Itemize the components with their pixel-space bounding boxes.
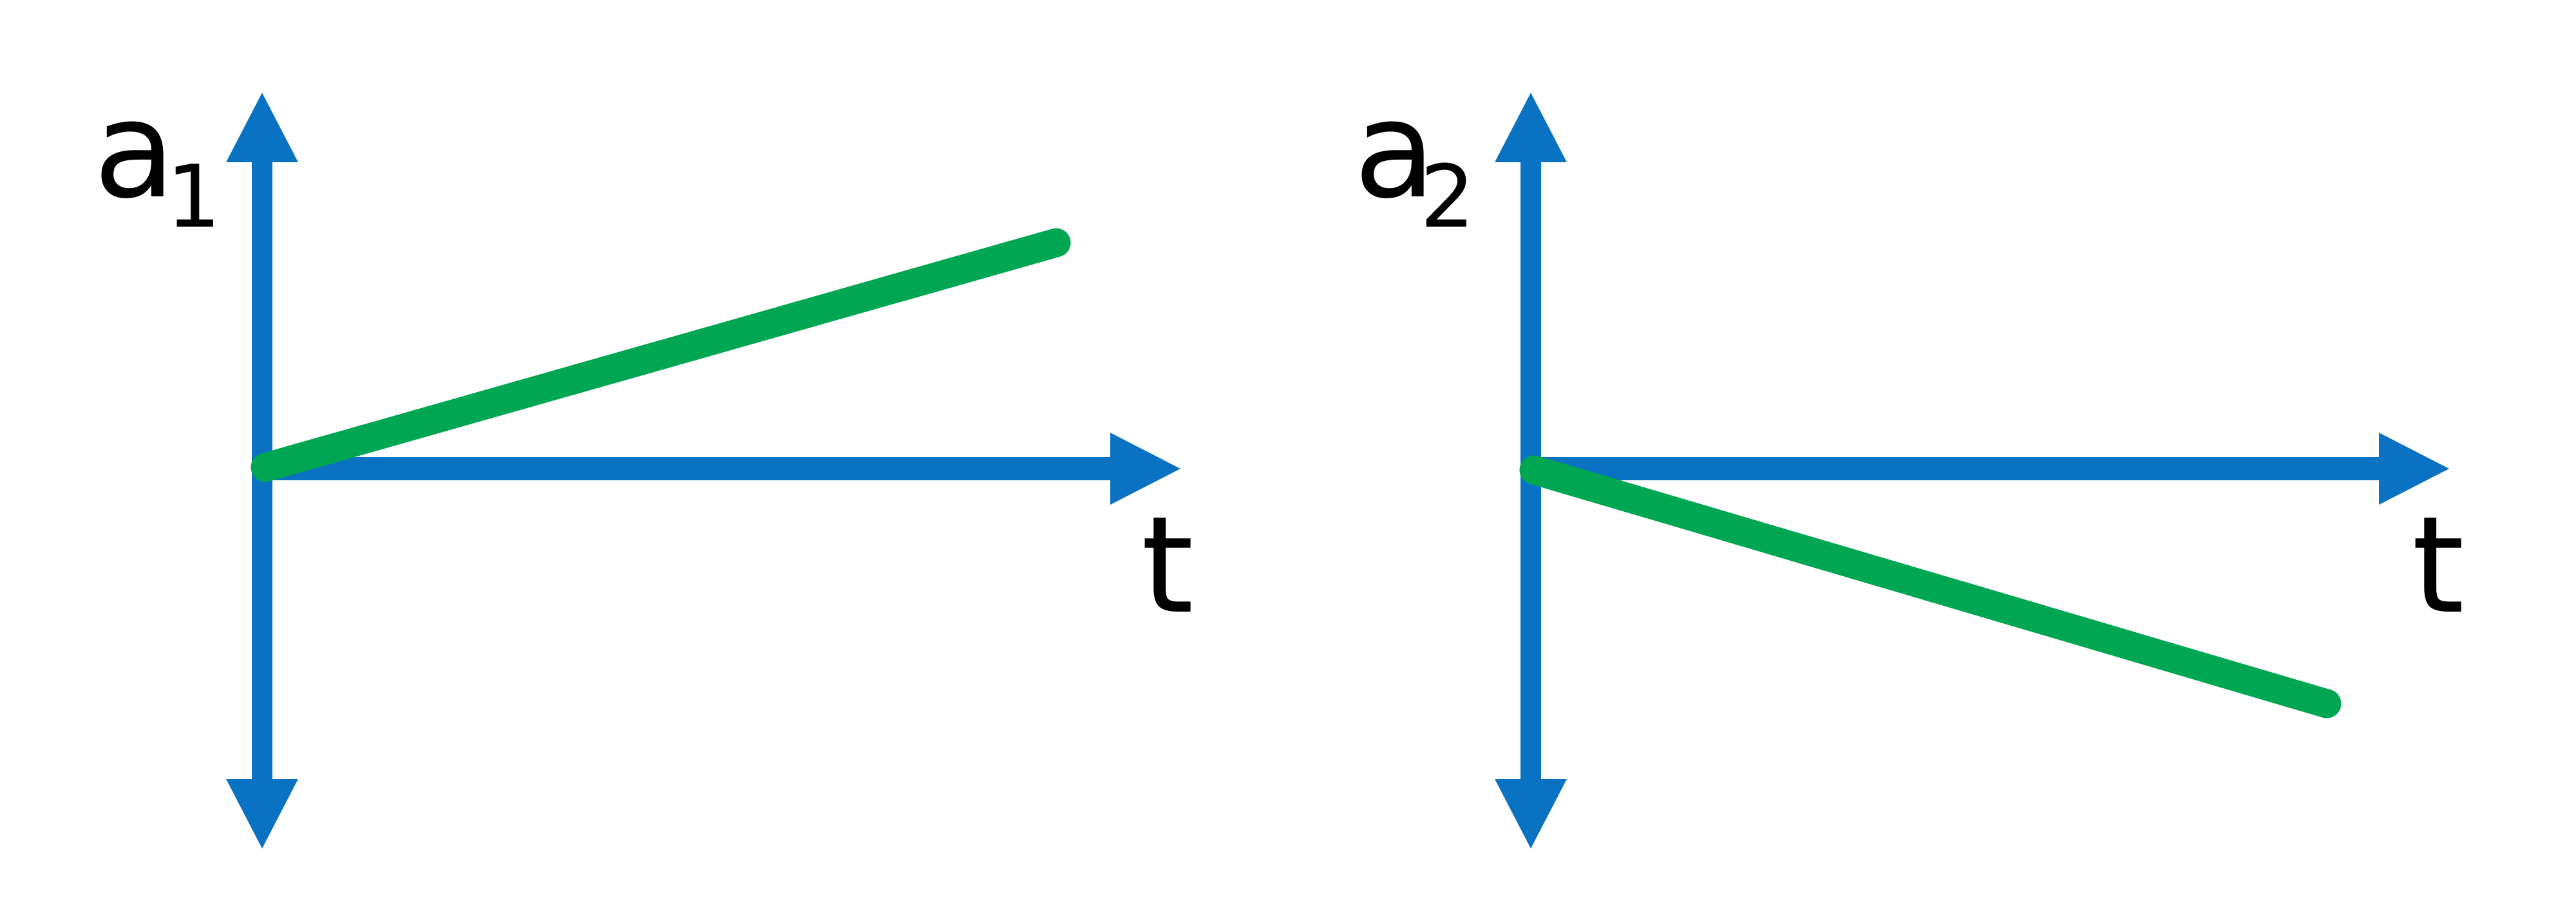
a1-ylabel-subscript: 1 <box>166 147 221 247</box>
a2-horizontal-axis-right-arrow-icon <box>2379 433 2449 505</box>
panel-a2: a 2 t <box>1354 73 2465 849</box>
a1-vertical-axis-up-arrow-icon <box>226 93 298 162</box>
a2-data-line <box>1519 455 2342 718</box>
a2-ylabel-main: a <box>1354 73 1435 229</box>
a2-xlabel: t <box>2412 488 2465 644</box>
a2-ylabel-subscript: 2 <box>1420 147 1475 247</box>
panel-a1: a 1 t <box>93 73 1194 849</box>
a1-ylabel-main: a <box>93 73 175 229</box>
a1-horizontal-axis-right-arrow-icon <box>1110 433 1180 505</box>
a1-xlabel: t <box>1141 488 1194 644</box>
a1-data-line <box>251 228 1071 482</box>
a2-vertical-axis-down-arrow-icon <box>1495 779 1567 849</box>
a2-vertical-axis-up-arrow-icon <box>1495 93 1567 162</box>
a1-vertical-axis-down-arrow-icon <box>226 779 298 849</box>
